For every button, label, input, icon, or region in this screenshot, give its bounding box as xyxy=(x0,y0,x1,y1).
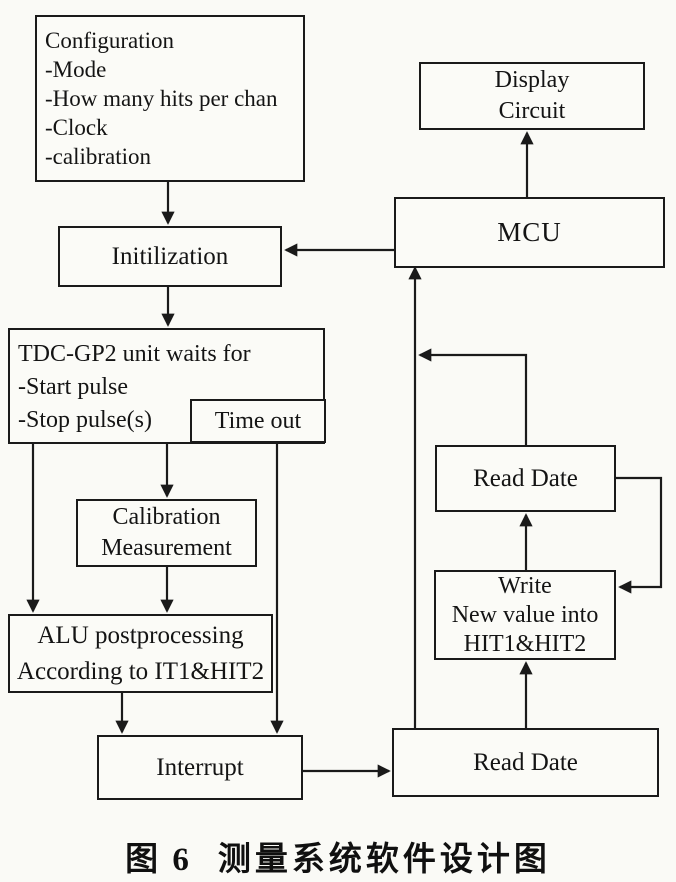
arrow-read-upper-to-mcu-line xyxy=(418,348,528,445)
node-mcu: MCU xyxy=(394,197,665,268)
node-time-out-label: Time out xyxy=(214,407,302,434)
node-configuration: Configuration -Mode -How many hits per c… xyxy=(35,15,305,182)
node-configuration-line: -calibration xyxy=(45,144,152,169)
node-calibration-line: Calibration xyxy=(112,504,221,530)
node-initilization-label: Initilization xyxy=(111,242,229,270)
node-alu-postprocessing: ALU postprocessing According to IT1&HIT2 xyxy=(8,614,273,693)
node-time-out: Time out xyxy=(190,399,326,443)
node-write-line: New value into xyxy=(451,601,599,628)
node-configuration-line: -How many hits per chan xyxy=(45,86,278,111)
node-initilization: Initilization xyxy=(58,226,282,287)
node-interrupt-label: Interrupt xyxy=(156,753,244,781)
arrow-read-upper-loop-to-write xyxy=(616,476,663,594)
node-interrupt: Interrupt xyxy=(97,735,303,800)
node-configuration-line: -Mode xyxy=(45,57,107,82)
node-tdc-gp2-line: TDC-GP2 unit waits for xyxy=(18,341,251,367)
node-read-date-lower-label: Read Date xyxy=(473,748,578,776)
figure-caption-label: 图 6 xyxy=(125,842,192,878)
node-mcu-label: MCU xyxy=(497,217,562,247)
node-write-line: HIT1&HIT2 xyxy=(463,630,587,657)
node-configuration-line: Configuration xyxy=(45,28,175,53)
node-write-new-value: Write New value into HIT1&HIT2 xyxy=(434,570,616,660)
node-read-date-upper-label: Read Date xyxy=(473,464,578,492)
node-write-line: Write xyxy=(498,572,552,599)
node-calibration-measurement: Calibration Measurement xyxy=(76,499,257,567)
node-read-date-upper: Read Date xyxy=(435,445,616,512)
node-alu-line: ALU postprocessing xyxy=(37,621,244,649)
figure-caption-title: 测量系统软件设计图 xyxy=(217,842,551,878)
node-tdc-gp2-line: -Start pulse xyxy=(18,374,128,400)
node-configuration-line: -Clock xyxy=(45,115,108,140)
node-calibration-line: Measurement xyxy=(101,535,232,561)
node-tdc-gp2-line: -Stop pulse(s) xyxy=(18,407,152,433)
figure-caption: 图 6 测量系统软件设计图 xyxy=(0,832,676,880)
node-display-circuit-line: Circuit xyxy=(498,98,566,124)
node-display-circuit-line: Display xyxy=(494,67,570,93)
node-read-date-lower: Read Date xyxy=(392,728,659,797)
node-display-circuit: Display Circuit xyxy=(419,62,645,130)
node-tdc-gp2-waits: TDC-GP2 unit waits for -Start pulse -Sto… xyxy=(8,328,325,444)
node-alu-line: According to IT1&HIT2 xyxy=(16,657,265,685)
